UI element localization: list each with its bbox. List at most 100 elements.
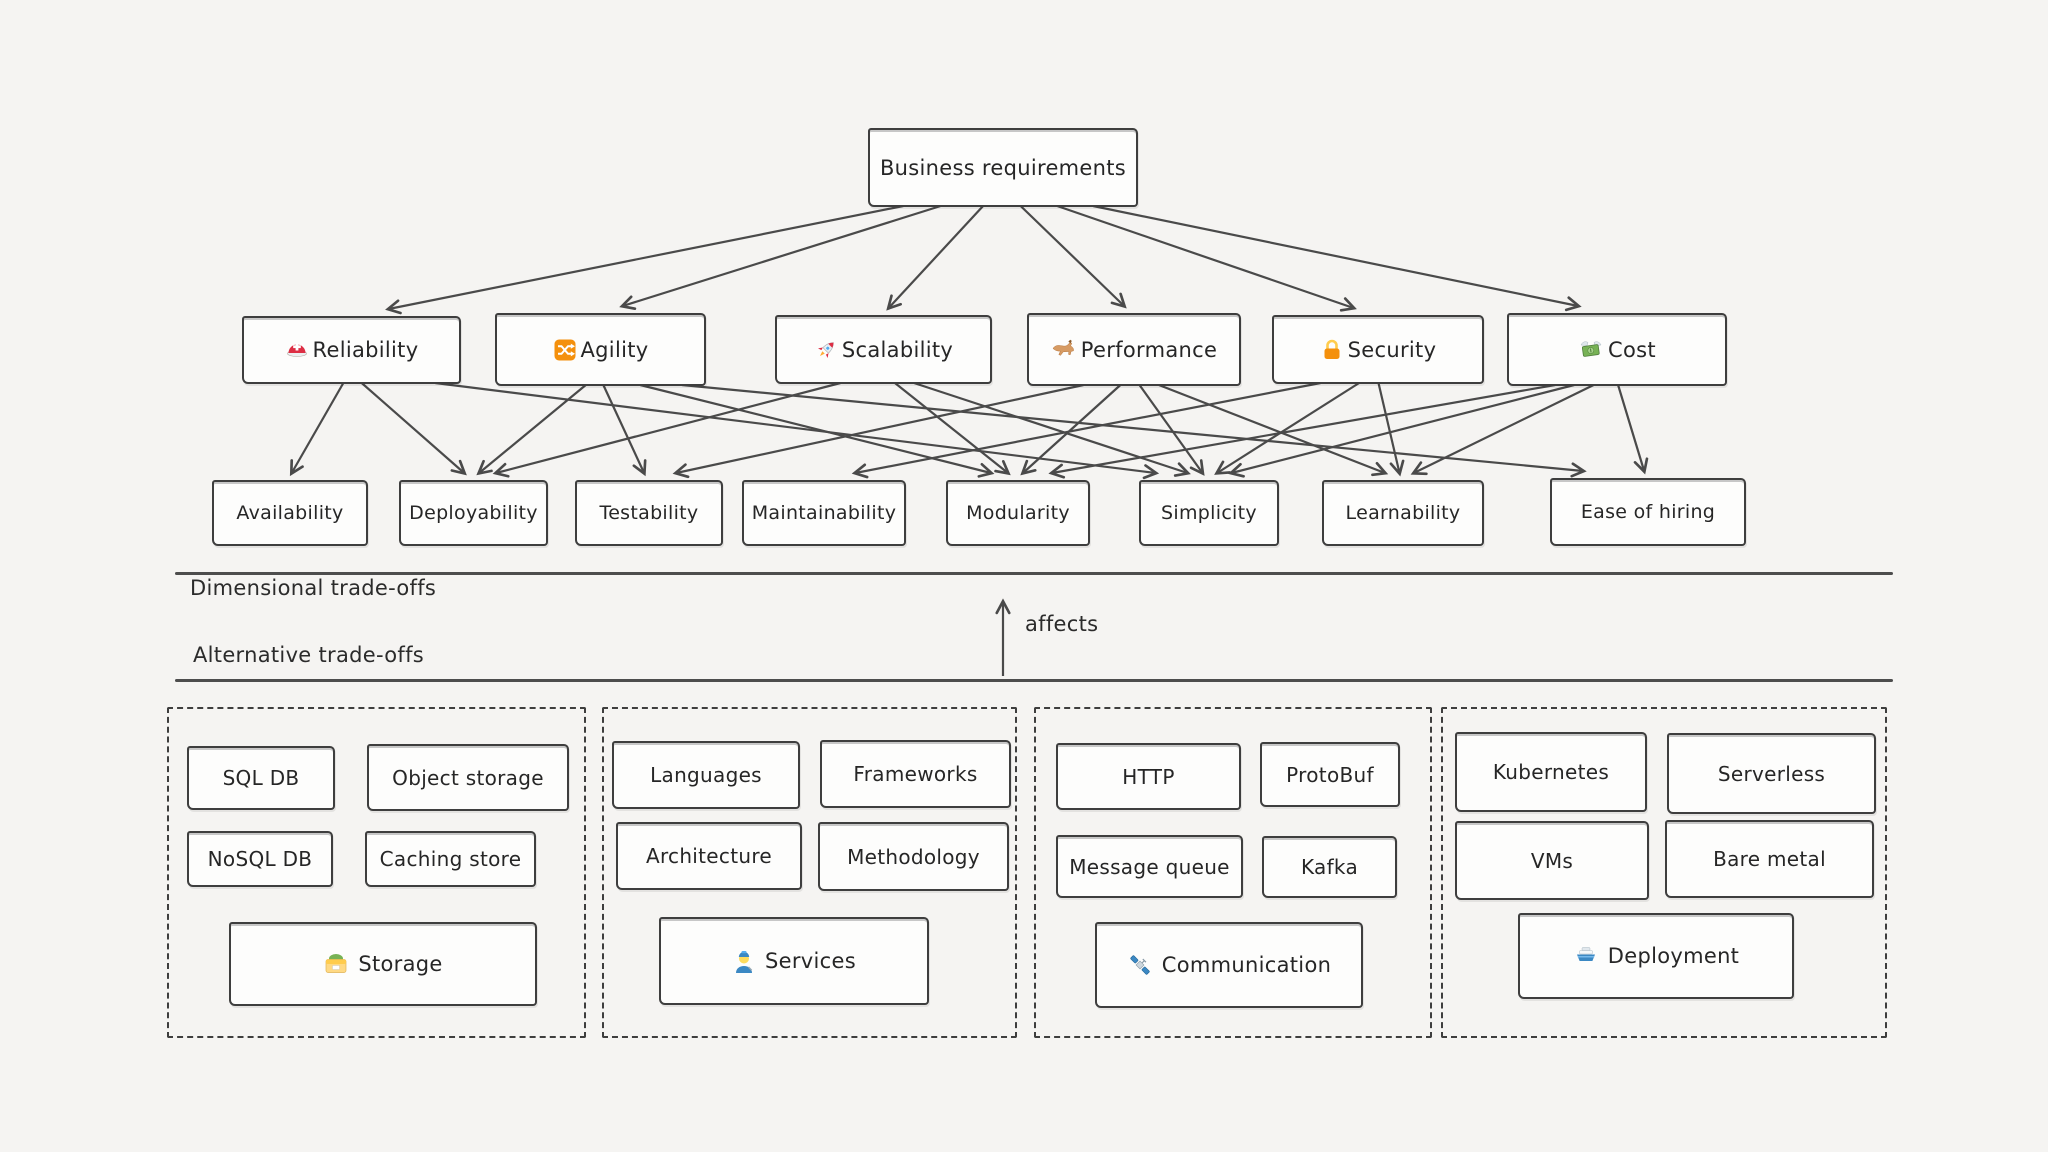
group-deployment xyxy=(1441,707,1887,1038)
edge-arrow xyxy=(435,381,1160,480)
node-label: Availability xyxy=(236,502,344,524)
edge-arrow xyxy=(476,384,587,476)
edge-arrow xyxy=(1377,382,1405,477)
group-communication xyxy=(1034,707,1432,1038)
node-kafka: Kafka xyxy=(1262,836,1397,898)
node-business-requirements: Business requirements xyxy=(868,128,1138,207)
node-label: Testability xyxy=(599,502,699,524)
node-label: Methodology xyxy=(847,844,980,869)
edge-arrow xyxy=(681,383,1587,478)
node-label: NoSQL DB xyxy=(207,847,313,871)
node-serverless: Serverless xyxy=(1667,733,1876,814)
node-deployability: Deployability xyxy=(399,480,548,546)
node-bare-metal: Bare metal xyxy=(1665,820,1874,898)
node-label: Reliability xyxy=(312,338,419,362)
node-label: Modularity xyxy=(966,502,1070,524)
group-title: Deployment xyxy=(1607,944,1740,968)
node-label: Kubernetes xyxy=(1492,760,1610,784)
node-label: Security xyxy=(1347,337,1437,362)
node-label: Serverless xyxy=(1717,761,1826,786)
edge-arrow xyxy=(913,381,1191,477)
divider-bottom xyxy=(175,679,1893,682)
node-label: Message queue xyxy=(1069,854,1230,879)
node-maintainability: Maintainability xyxy=(742,480,906,546)
node-ease-of-hiring: Ease of hiring xyxy=(1550,478,1746,546)
node-communication: Communication xyxy=(1095,922,1363,1008)
node-scalability: Scalability xyxy=(775,315,992,384)
node-kubernetes: Kubernetes xyxy=(1455,732,1647,812)
rocket-icon xyxy=(814,338,838,362)
edge-arrow xyxy=(385,204,904,315)
node-agility: Agility xyxy=(495,313,706,386)
node-storage: Storage xyxy=(229,922,537,1006)
group-title: Services xyxy=(765,949,856,973)
alternative-tradeoffs-label: Alternative trade-offs xyxy=(193,643,425,667)
node-label: Learnability xyxy=(1345,502,1461,524)
node-message-queue: Message queue xyxy=(1056,835,1243,898)
horse-icon xyxy=(1051,338,1077,362)
money-with-wings-icon xyxy=(1578,338,1604,362)
satellite-icon xyxy=(1127,952,1153,978)
node-reliability: Reliability xyxy=(242,316,461,384)
node-nosql-db: NoSQL DB xyxy=(187,831,333,887)
edge-arrow xyxy=(1227,383,1575,478)
edge-arrow xyxy=(1214,382,1360,475)
group-title: Communication xyxy=(1161,953,1332,977)
node-cost: Cost xyxy=(1507,313,1727,386)
node-performance: Performance xyxy=(1027,313,1241,386)
node-label: Simplicity xyxy=(1161,502,1257,524)
edge-arrow xyxy=(289,382,345,477)
card-file-box-icon xyxy=(323,951,349,977)
node-availability: Availability xyxy=(212,480,368,546)
node-services: Services xyxy=(659,917,929,1005)
edge-arrow xyxy=(1092,204,1582,312)
node-label: Maintainability xyxy=(751,502,897,524)
node-label: Scalability xyxy=(841,337,954,362)
node-caching-store: Caching store xyxy=(365,831,536,887)
lock-icon xyxy=(1320,338,1344,362)
edge-arrow xyxy=(851,381,1321,479)
node-label: Performance xyxy=(1080,337,1218,362)
edge-arrow xyxy=(1158,383,1389,477)
dimensional-tradeoffs-label: Dimensional trade-offs xyxy=(190,576,437,600)
edge-arrow xyxy=(894,382,1011,476)
edge-arrow xyxy=(672,383,1084,479)
edge-arrow xyxy=(1020,384,1122,476)
node-sql-db: SQL DB xyxy=(187,746,335,810)
edge-arrow xyxy=(1617,384,1649,475)
node-label: Frameworks xyxy=(853,762,978,786)
node-label: Bare metal xyxy=(1713,847,1826,871)
node-methodology: Methodology xyxy=(818,822,1009,891)
affects-label: affects xyxy=(1025,612,1099,636)
node-http: HTTP xyxy=(1056,743,1241,810)
group-title: Storage xyxy=(358,952,443,976)
divider-top xyxy=(175,572,1893,575)
edge-arrow xyxy=(1019,205,1127,309)
edge-arrow xyxy=(360,382,467,476)
group-storage xyxy=(167,707,586,1038)
node-modularity: Modularity xyxy=(946,480,1090,546)
node-architecture: Architecture xyxy=(616,822,802,890)
node-label: SQL DB xyxy=(222,766,300,790)
node-object-storage: Object storage xyxy=(367,744,569,811)
node-languages: Languages xyxy=(612,741,800,809)
edge-arrow xyxy=(1056,204,1357,312)
node-label: Cost xyxy=(1608,337,1656,362)
node-label: Kafka xyxy=(1300,855,1359,879)
edge-arrow xyxy=(1048,383,1556,479)
edge-arrow xyxy=(1410,384,1595,476)
group-services xyxy=(602,707,1017,1038)
ship-icon xyxy=(1573,943,1599,969)
edge-arrow xyxy=(619,204,941,310)
node-label: Agility xyxy=(580,337,649,362)
node-label: VMs xyxy=(1530,848,1574,873)
shuffle-icon xyxy=(553,338,577,362)
edge-arrow xyxy=(886,205,984,311)
edge-arrow xyxy=(639,383,995,478)
node-testability: Testability xyxy=(575,480,723,546)
node-simplicity: Simplicity xyxy=(1139,480,1279,546)
node-label: Architecture xyxy=(645,844,773,868)
node-learnability: Learnability xyxy=(1322,480,1484,546)
node-label: Ease of hiring xyxy=(1580,501,1716,523)
node-label: Languages xyxy=(650,763,762,787)
